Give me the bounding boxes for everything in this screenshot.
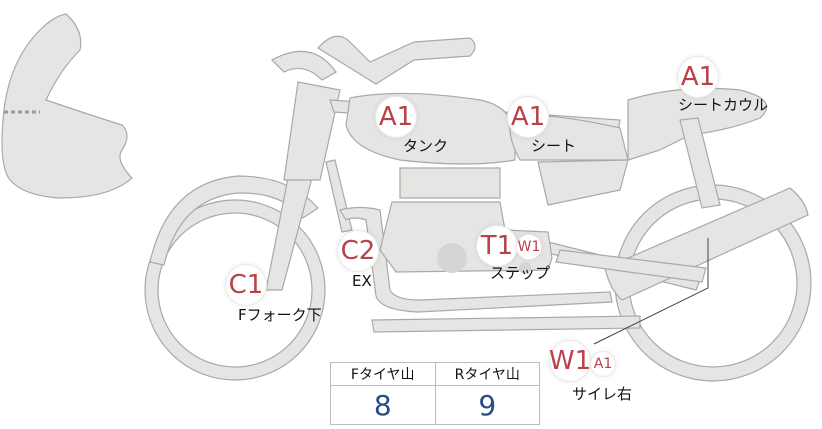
front-tread-value: 8: [330, 385, 436, 425]
tire-tread-table: Fタイヤ山 Rタイヤ山 8 9: [330, 362, 540, 425]
front-fork-code: C1: [228, 270, 264, 300]
muffler-right-sub-badge: A1: [591, 352, 615, 376]
rear-tread-header: Rタイヤ山: [434, 362, 540, 386]
exhaust-code: C2: [340, 236, 376, 266]
cowl-fairing: [1, 13, 133, 199]
muffler-right-label: サイレ右: [572, 385, 633, 403]
muffler-right-badge: W1: [548, 341, 592, 381]
step-sub-badge: W1: [517, 235, 541, 259]
step-label: ステップ: [490, 264, 551, 282]
seat-code: A1: [510, 102, 546, 132]
seat-badge: A1: [508, 97, 548, 137]
engine-top: [399, 167, 501, 199]
muffler-right-sub-code: A1: [593, 356, 613, 372]
step-badge: T1: [477, 226, 517, 266]
rear-tread-value: 9: [434, 385, 540, 425]
front-fork-badge: C1: [226, 265, 266, 305]
tank-code: A1: [378, 102, 414, 132]
front-fender: [149, 175, 319, 266]
handlebar: [271, 50, 337, 81]
seat-label: シート: [531, 137, 577, 155]
seat-cowl-code: A1: [680, 62, 716, 92]
exhaust-badge: C2: [338, 231, 378, 271]
step-code: T1: [480, 231, 514, 261]
seat-cowl-badge: A1: [678, 57, 718, 97]
step-sub-code: W1: [517, 239, 541, 255]
front-fork-label: Fフォーク下: [238, 306, 322, 324]
exhaust-label: EX: [352, 272, 372, 290]
tank-badge: A1: [376, 97, 416, 137]
muffler-right-code: W1: [548, 346, 592, 376]
front-tread-header: Fタイヤ山: [330, 362, 436, 386]
tank-label: タンク: [403, 137, 449, 155]
seat-cowl-label: シートカウル: [678, 96, 769, 114]
